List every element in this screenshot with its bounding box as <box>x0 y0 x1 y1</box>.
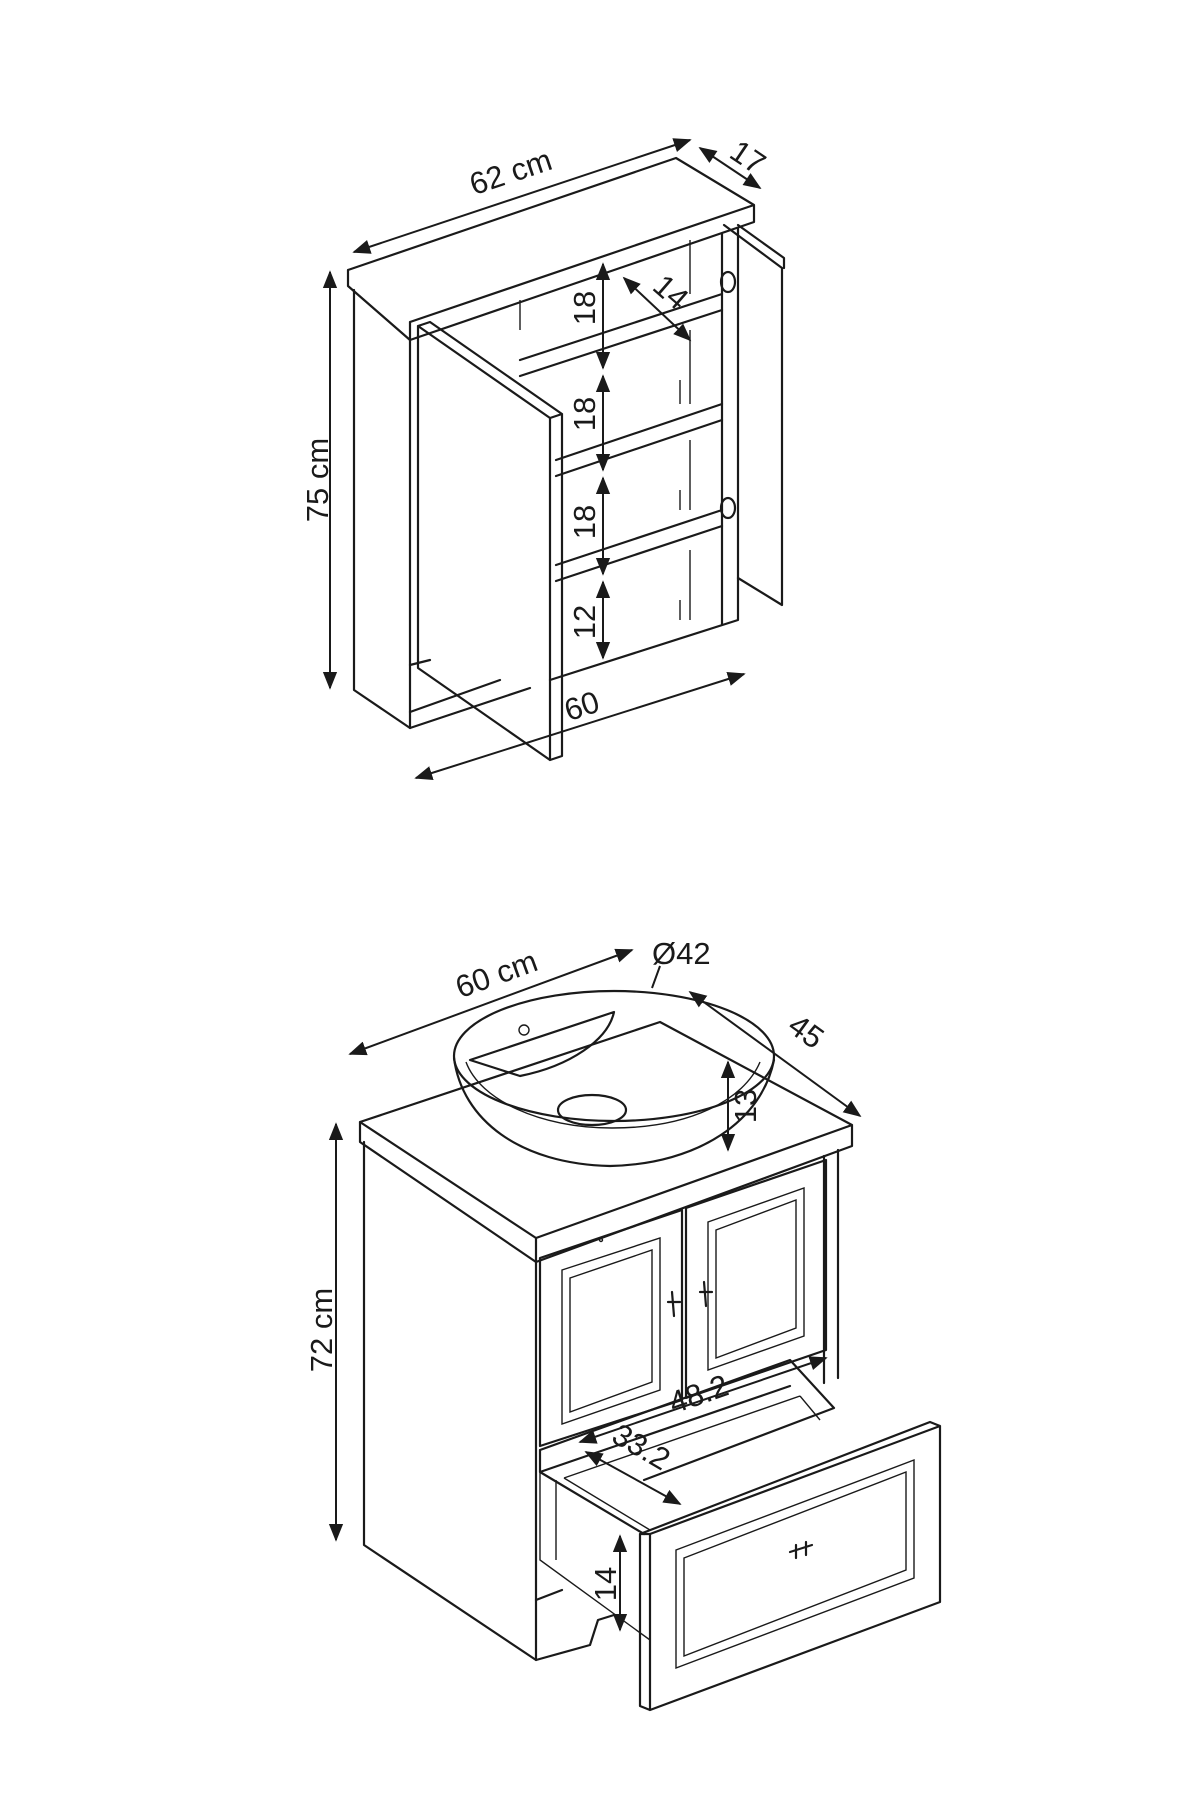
cabinet-shelf-2 <box>554 402 724 478</box>
door-handle-left <box>666 1290 682 1318</box>
cabinet-inner-lines <box>519 240 691 620</box>
dim-33.2-line <box>584 1451 682 1505</box>
dim-45-line <box>688 990 862 1118</box>
drawer-front-panel <box>675 1458 915 1670</box>
cabinet-left-side <box>352 288 412 730</box>
dim-62cm-line <box>352 138 692 254</box>
label-width-60cm: 60 cm <box>451 943 542 1005</box>
drawer-handle <box>788 1540 814 1560</box>
vanity-right-side <box>822 1148 840 1385</box>
vanity-right-door-panel <box>707 1187 805 1371</box>
cabinet-right-door <box>722 223 786 607</box>
label-drawer-height: 14 <box>588 1567 623 1601</box>
label-shelf-height-4: 12 <box>567 605 602 639</box>
dim-14-line <box>622 276 692 342</box>
dim-48.2-line <box>578 1356 828 1444</box>
vanity-unit: 60 cm 45 72 cm Ø42 13 48.2 33.2 14 <box>304 936 942 1712</box>
cabinet-back-right <box>548 226 740 682</box>
label-height-75cm: 75 cm <box>300 438 335 522</box>
vanity-countertop <box>358 1020 854 1264</box>
label-depth-45: 45 <box>782 1007 830 1056</box>
cabinet-top-slab <box>346 156 756 342</box>
cabinet-left-door <box>416 320 564 762</box>
cabinet-shelf-3 <box>554 508 724 583</box>
label-height-72cm: 72 cm <box>304 1288 339 1372</box>
door-pin <box>598 1237 604 1243</box>
label-basin-height-13: 13 <box>728 1089 763 1123</box>
vanity-right-door <box>684 1158 828 1400</box>
door-knob-lower <box>719 496 737 520</box>
vanity-left-side <box>362 1140 538 1662</box>
cabinet-bottom <box>408 658 532 730</box>
door-handle-right <box>698 1280 714 1308</box>
dim-diameter-leader <box>651 965 661 989</box>
label-shelf-depth-14: 14 <box>646 268 695 317</box>
label-width-62cm: 62 cm <box>465 142 556 202</box>
label-depth-17: 17 <box>724 133 772 181</box>
basin-faucet-ledge <box>468 1010 616 1078</box>
drawer-front <box>638 1420 942 1712</box>
label-shelf-height-3: 18 <box>567 505 602 539</box>
vanity-base <box>534 1588 616 1662</box>
door-knob-upper <box>719 270 737 294</box>
dim-60-line <box>414 672 746 780</box>
dim-60cm-line <box>348 948 634 1056</box>
basin-faucet-hole <box>518 1024 530 1036</box>
cabinet-shelf-1 <box>518 292 724 378</box>
basin-drain <box>556 1093 628 1127</box>
vanity-left-door-panel <box>561 1237 661 1425</box>
label-shelf-height-1: 18 <box>567 291 602 325</box>
label-shelf-height-2: 18 <box>567 397 602 431</box>
dim-17-line <box>698 147 762 189</box>
wall-cabinet: 62 cm 17 75 cm 14 60 18 18 18 12 <box>300 133 786 780</box>
label-drawer-width: 48.2 <box>664 1368 732 1421</box>
label-basin-diameter: Ø42 <box>652 936 711 971</box>
